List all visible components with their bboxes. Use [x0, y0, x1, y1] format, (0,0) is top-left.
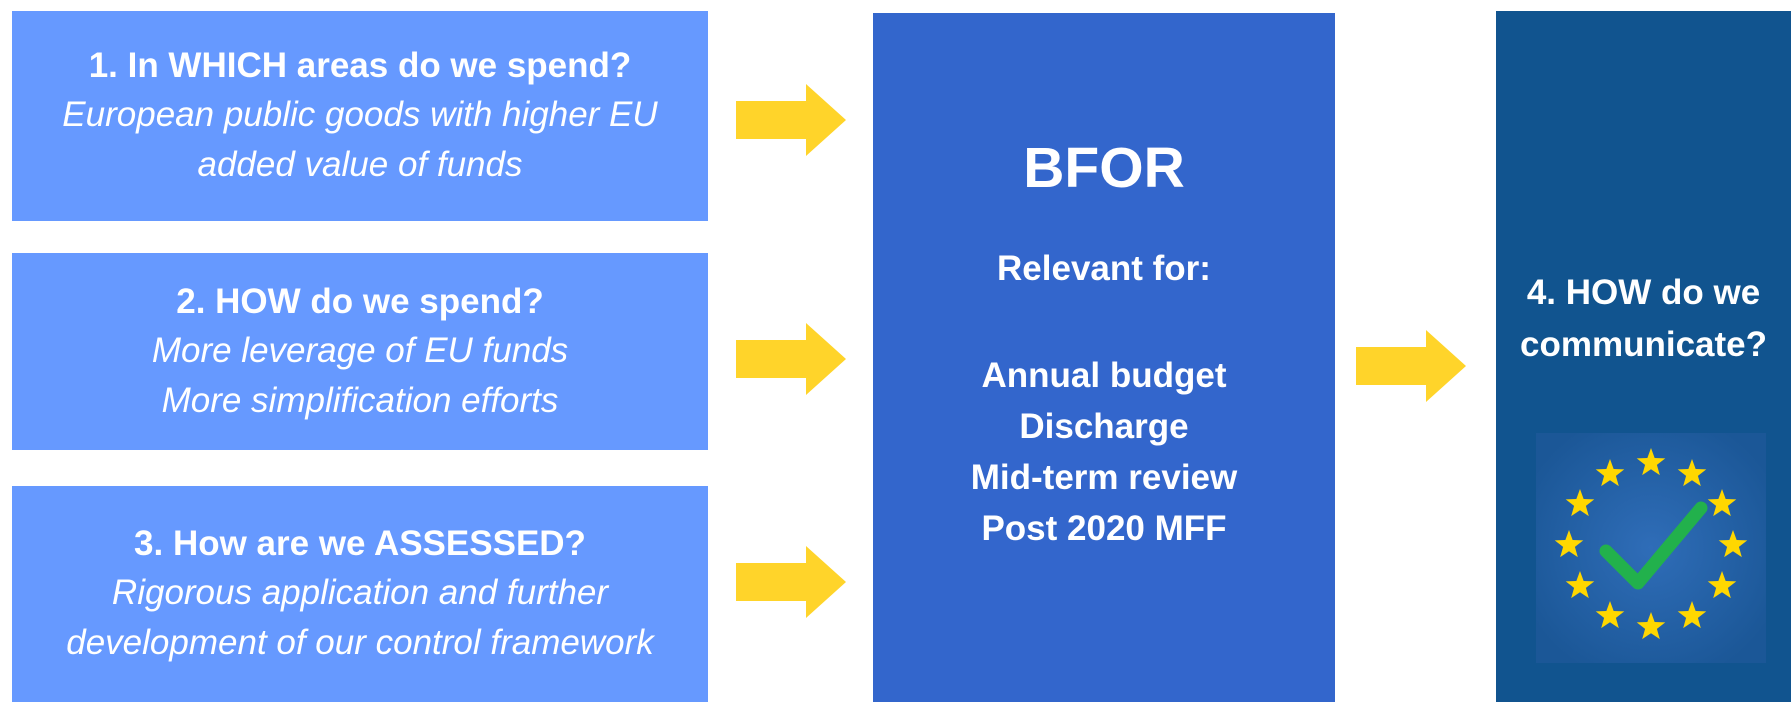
question-box-which-areas: 1. In WHICH areas do we spend? European … — [12, 11, 708, 221]
bfor-item-mid-term-review: Mid-term review — [970, 458, 1238, 497]
bfor-relevance-list: Annual budget Discharge Mid-term review … — [873, 350, 1335, 554]
question-title: 2. HOW do we spend? — [176, 281, 544, 321]
arrow-right-icon — [736, 84, 846, 156]
bfor-box: BFOR Relevant for: Annual budget Dischar… — [873, 13, 1335, 702]
communicate-title-line: communicate? — [1520, 325, 1767, 364]
question-line: More leverage of EU funds — [151, 330, 569, 370]
arrow-right-icon — [736, 323, 846, 395]
star-icon — [1595, 601, 1625, 629]
star-icon — [1565, 571, 1595, 599]
star-icon — [1677, 601, 1707, 629]
communicate-box: 4. HOW do we communicate? — [1496, 11, 1791, 702]
question-line: development of our control framework — [66, 623, 654, 662]
star-icon — [1636, 448, 1666, 476]
bfor-title: BFOR — [1023, 136, 1185, 200]
star-icon — [1554, 530, 1584, 558]
communicate-title-line: 4. HOW do we — [1526, 273, 1761, 312]
star-icon — [1595, 458, 1625, 487]
question-title: 3. How are we ASSESSED? — [134, 524, 586, 563]
question-box-how-assessed: 3. How are we ASSESSED? Rigorous applica… — [12, 486, 708, 702]
question-title: 1. In WHICH areas do we spend? — [88, 46, 632, 85]
star-icon — [1718, 530, 1748, 558]
question-line: More simplification efforts — [161, 380, 559, 420]
question-line: Rigorous application and further — [111, 573, 609, 612]
bfor-item-post-2020-mff: Post 2020 MFF — [981, 509, 1227, 548]
question-line: European public goods with higher EU — [62, 95, 658, 134]
star-icon — [1707, 571, 1737, 599]
bfor-item-discharge: Discharge — [1019, 407, 1189, 446]
question-box-how-spend: 2. HOW do we spend? More leverage of EU … — [12, 253, 708, 450]
star-icon — [1707, 489, 1737, 517]
star-icon — [1636, 612, 1666, 640]
arrow-right-icon — [1356, 330, 1466, 402]
star-icon — [1565, 489, 1595, 517]
communicate-title: 4. HOW do we communicate? — [1496, 267, 1791, 371]
bfor-item-annual-budget: Annual budget — [981, 356, 1227, 395]
bfor-subtitle: Relevant for: — [997, 249, 1211, 288]
question-line: added value of funds — [197, 145, 523, 184]
arrow-right-icon — [736, 546, 846, 618]
eu-stars-checkmark-icon — [1536, 433, 1766, 663]
star-icon — [1677, 458, 1707, 487]
